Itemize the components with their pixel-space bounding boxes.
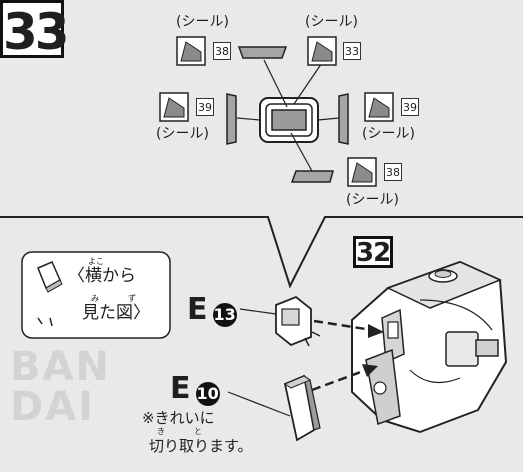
center-part xyxy=(259,97,319,143)
sticker-ref-middle-left: 39 xyxy=(196,98,214,116)
part-e10 xyxy=(283,374,321,442)
part-number-upper: 13 xyxy=(212,302,237,327)
separator-line xyxy=(0,216,523,289)
side-view-ruby-yoko: よこ xyxy=(88,257,104,266)
sticker-top xyxy=(237,46,288,59)
side-view-ruby-mi: み xyxy=(91,294,99,303)
side-view-bubble xyxy=(21,251,171,339)
sticker-icon-middle-right xyxy=(364,92,394,122)
note-ruby-to: と xyxy=(194,427,202,436)
sticker-label-middle-left: (シール) xyxy=(156,126,209,142)
note-ruby-ki: き xyxy=(157,427,165,436)
part-e13 xyxy=(275,295,321,347)
side-view-part xyxy=(37,261,63,327)
sticker-icon-top-left xyxy=(176,36,206,66)
sticker-label-middle-right: (シール) xyxy=(362,126,415,142)
sticker-label-bottom: (シール) xyxy=(346,192,399,208)
sticker-right xyxy=(338,93,349,145)
sticker-ref-middle-right: 39 xyxy=(401,98,419,116)
side-view-ruby-zu: ず xyxy=(128,294,136,303)
sticker-label-top-left: (シール) xyxy=(176,14,229,30)
sticker-left xyxy=(226,93,237,145)
sticker-bottom xyxy=(290,170,334,183)
main-assembly xyxy=(351,260,508,434)
sticker-label-top-right: (シール) xyxy=(305,14,358,30)
watermark-line2: DAI xyxy=(10,384,96,430)
sticker-icon-middle-left xyxy=(159,92,189,122)
arrow-e10-head xyxy=(362,364,378,377)
side-view-line2: 見た図〉 xyxy=(82,303,150,323)
reference-step-number: 32 xyxy=(353,236,393,268)
sticker-icon-bottom xyxy=(347,157,377,187)
sticker-ref-top-left: 38 xyxy=(213,42,231,60)
watermark-line1: BAN xyxy=(10,344,111,390)
arrow-e13 xyxy=(313,319,373,332)
sticker-icon-top-right xyxy=(307,36,337,66)
part-number-lower: 10 xyxy=(195,381,220,406)
note-line1: ※きれいに xyxy=(142,409,215,427)
step-number: 33 xyxy=(0,0,70,61)
sticker-ref-top-right: 33 xyxy=(343,42,361,60)
part-label-e10: E 10 xyxy=(170,374,220,406)
arrow-e13-head xyxy=(368,324,384,338)
side-view-line1: 〈横から xyxy=(68,266,136,286)
note-line2: 切り取ります。 xyxy=(149,437,253,455)
arrow-e10 xyxy=(311,368,367,392)
part-letter-upper: E xyxy=(187,292,208,327)
part-letter-lower: E xyxy=(170,371,191,406)
part-label-e13: E 13 xyxy=(187,295,237,327)
sticker-ref-bottom: 38 xyxy=(384,163,402,181)
